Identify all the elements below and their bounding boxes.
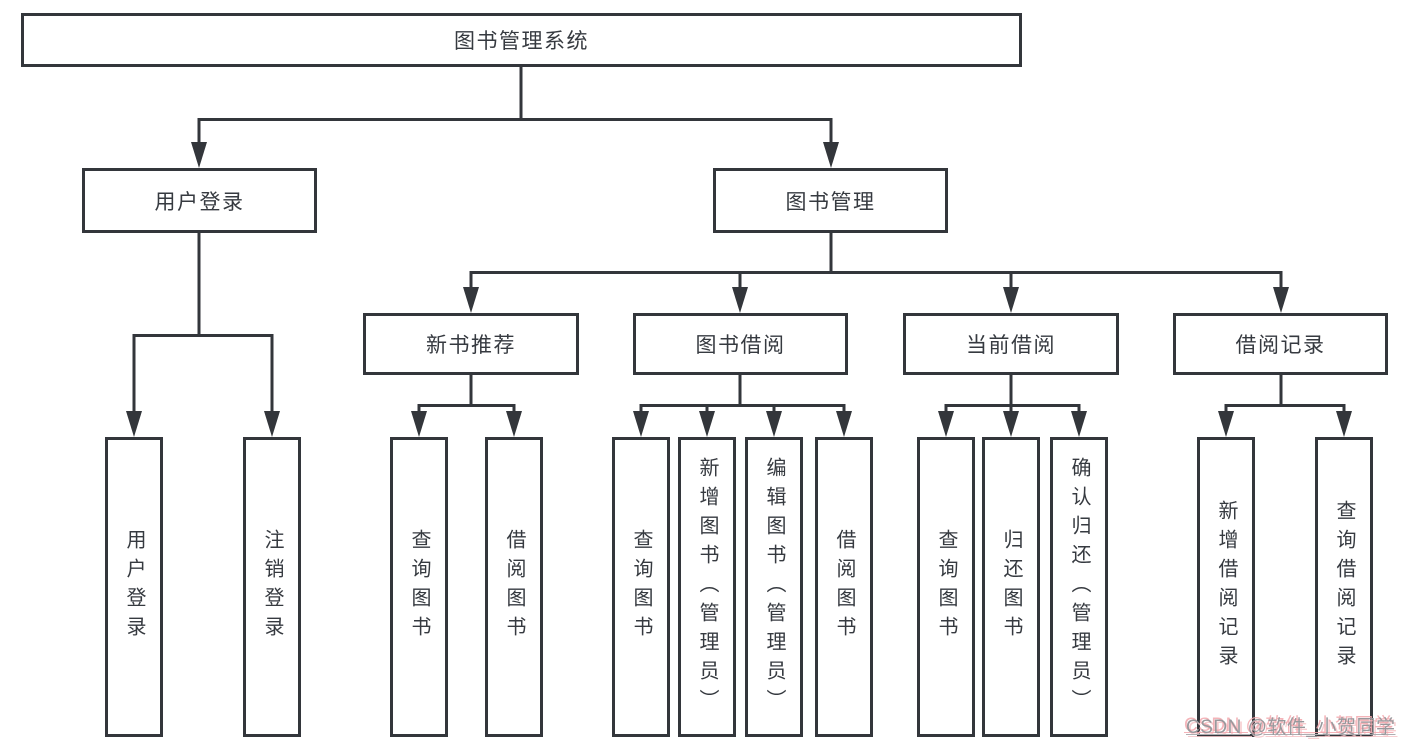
node-borrowing-records: 借阅记录 <box>1173 313 1388 375</box>
node-book-management: 图书管理 <box>713 168 948 233</box>
leaf-add-borrow-record: 新增借阅记录 <box>1197 437 1255 737</box>
node-book-borrowing: 图书借阅 <box>633 313 848 375</box>
leaf-recommend-borrow-books: 借阅图书 <box>485 437 543 737</box>
node-current-borrowing: 当前借阅 <box>903 313 1119 375</box>
node-user-login-group: 用户登录 <box>82 168 317 233</box>
leaf-query-borrow-record: 查询借阅记录 <box>1315 437 1373 737</box>
leaf-confirm-return-admin: 确认归还（管理员） <box>1050 437 1108 737</box>
node-library-management-system: 图书管理系统 <box>21 13 1022 67</box>
leaf-borrowing-query-books: 查询图书 <box>612 437 670 737</box>
leaf-borrow-books: 借阅图书 <box>815 437 873 737</box>
leaf-edit-books-admin: 编辑图书（管理员） <box>745 437 803 737</box>
leaf-recommend-query-books: 查询图书 <box>390 437 448 737</box>
leaf-user-login: 用户登录 <box>105 437 163 737</box>
leaf-add-books-admin: 新增图书（管理员） <box>678 437 736 737</box>
node-new-book-recommendation: 新书推荐 <box>363 313 579 375</box>
leaf-logout: 注销登录 <box>243 437 301 737</box>
leaf-current-query-books: 查询图书 <box>917 437 975 737</box>
leaf-return-books: 归还图书 <box>982 437 1040 737</box>
csdn-watermark: CSDN @软件_小贺同学 <box>1186 717 1396 738</box>
